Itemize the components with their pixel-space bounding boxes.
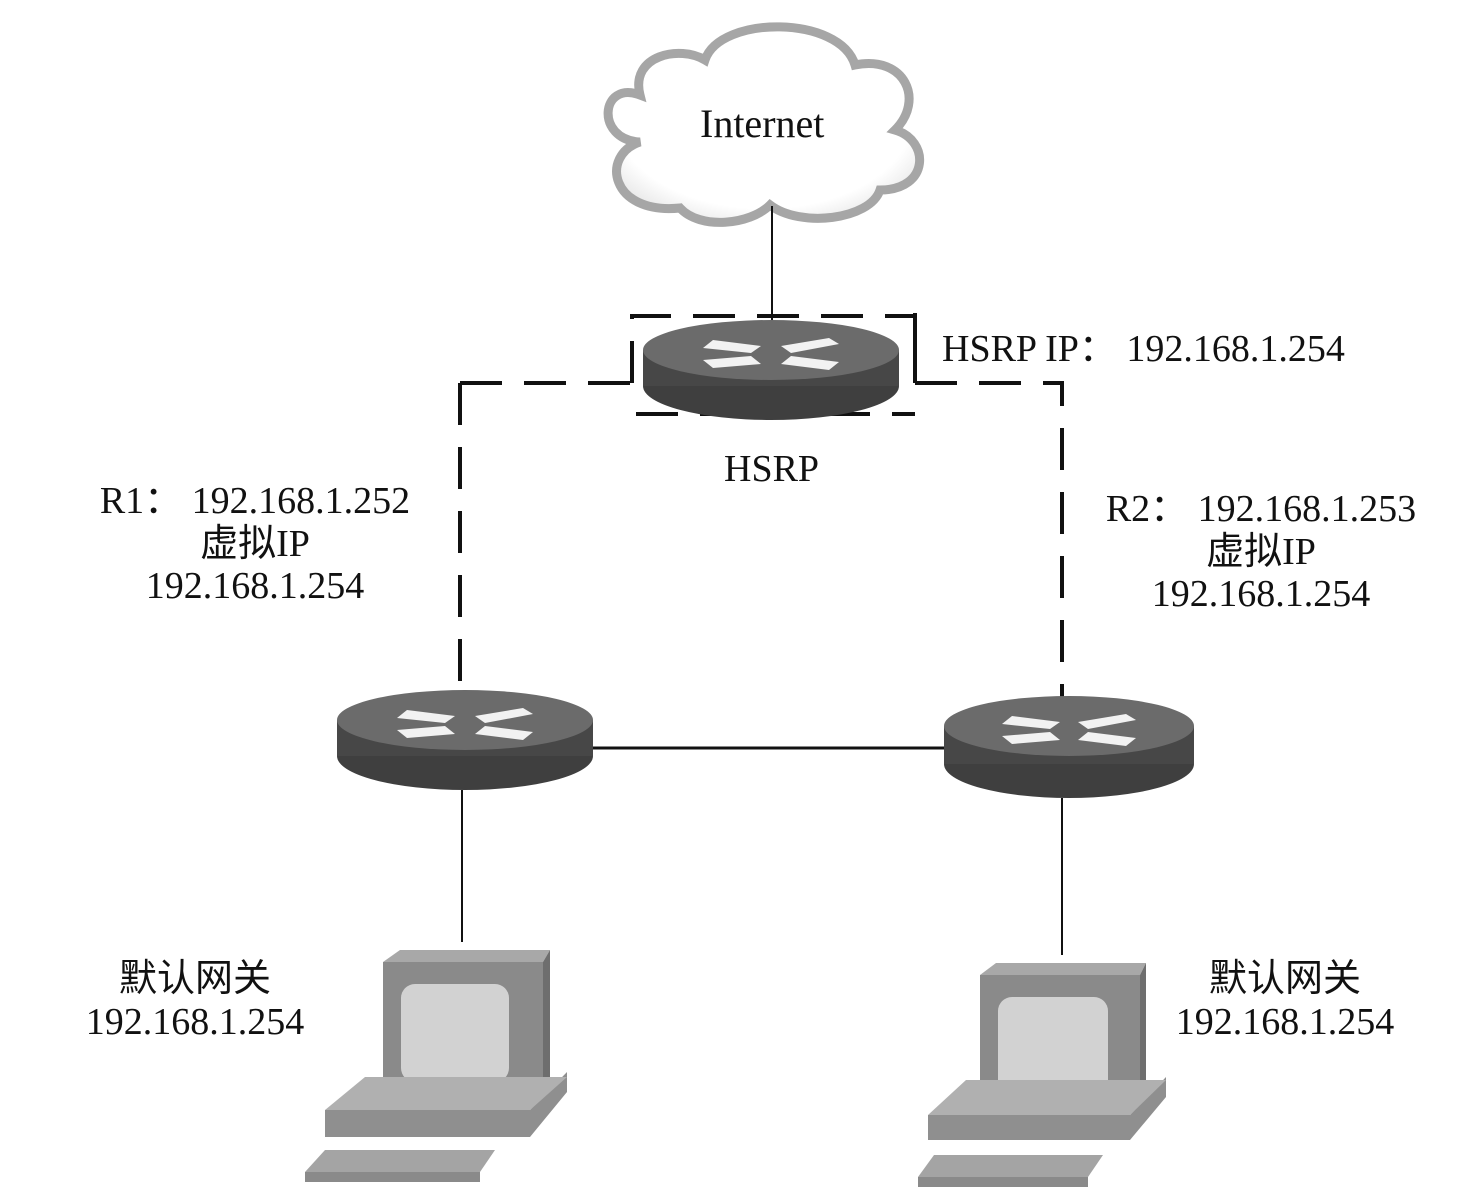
r2-info: R2： 192.168.1.253 虚拟IP 192.168.1.254 <box>1076 488 1446 616</box>
r2-router-icon <box>944 696 1194 798</box>
r1-virtual-ip-title: 虚拟IP <box>200 522 310 565</box>
internet-cloud-icon <box>603 22 924 227</box>
r1-virtual-ip: 192.168.1.254 <box>145 565 365 608</box>
pc-left-gateway-ip: 192.168.1.254 <box>85 1000 305 1043</box>
r1-info: R1： 192.168.1.252 虚拟IP 192.168.1.254 <box>70 480 440 608</box>
pc-left-gateway-title: 默认网关 <box>118 958 271 1000</box>
hsrp-router-icon <box>643 320 899 420</box>
pc-right-gateway-ip: 192.168.1.254 <box>1175 1000 1395 1043</box>
r2-virtual-ip-title: 虚拟IP <box>1206 530 1316 573</box>
hsrp-router-label: HSRP <box>724 448 820 490</box>
r2-address: R2： 192.168.1.253 <box>1105 488 1417 530</box>
r1-router-icon <box>337 690 593 790</box>
pc-right-gateway-title: 默认网关 <box>1208 958 1361 1000</box>
pc-left-icon <box>305 950 567 1182</box>
r1-address: R1： 192.168.1.252 <box>99 480 411 522</box>
pc-right-icon <box>918 963 1166 1187</box>
pc-right-info: 默认网关 192.168.1.254 <box>1150 958 1420 1043</box>
internet-label: Internet <box>700 101 825 146</box>
pc-left-info: 默认网关 192.168.1.254 <box>60 958 330 1043</box>
hsrp-ip-label: HSRP IP： 192.168.1.254 <box>942 328 1345 370</box>
r2-virtual-ip: 192.168.1.254 <box>1151 573 1371 616</box>
